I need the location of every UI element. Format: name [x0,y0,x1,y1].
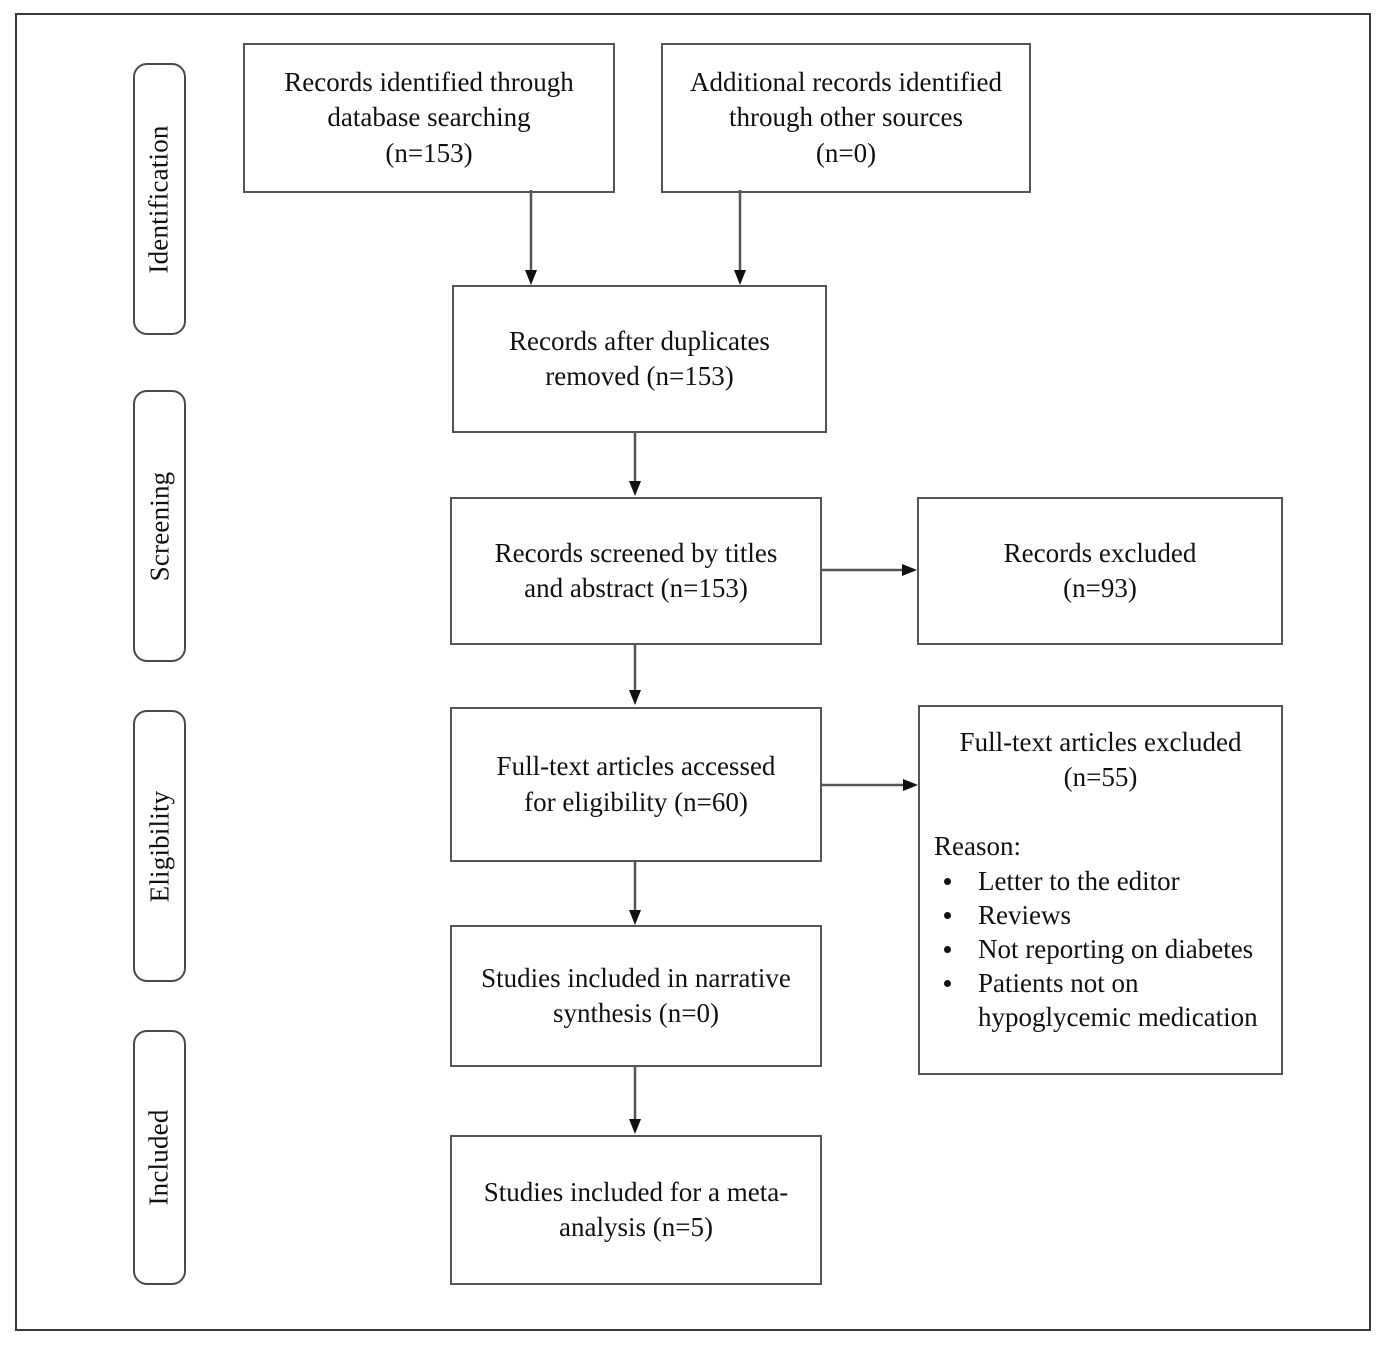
reason-list-item: Patients not on hypoglycemic medication [934,966,1267,1034]
connector-fulltext-to-fulltext-excluded [822,770,922,800]
box-narrative-line2: synthesis (n=0) [553,998,719,1028]
connector-screened-to-fulltext [620,645,650,708]
reason-text: Patients not on hypoglycemic medication [978,968,1258,1033]
reason-list-item: Reviews [934,898,1267,932]
box-fulltext-excluded-count: (n=55) [1063,762,1138,793]
box-records-identified-database: Records identified through database sear… [243,43,615,193]
stage-label-included: Included [144,1109,174,1206]
reason-list: Letter to the editor Reviews Not reporti… [934,864,1267,1034]
box-fulltext-articles-excluded: Full-text articles excluded (n=55) Reaso… [918,705,1283,1075]
diagram-outer-frame [15,13,1371,1331]
bullet-icon [944,878,951,886]
reason-text: Reviews [978,900,1071,931]
box-screened-line1: Records screened by titles [494,537,778,568]
bullet-icon [944,912,951,920]
box-records-excluded-line1: Records excluded [1003,537,1197,568]
box-db-search-line1: Records identified through [284,67,574,98]
stage-pill-eligibility: Eligibility [133,710,186,982]
connector-fulltext-to-narrative [620,862,650,928]
stage-label-eligibility: Eligibility [144,790,175,902]
box-records-excluded-count: (n=93) [1063,573,1137,603]
box-db-search-count: (n=153) [385,137,473,168]
box-duplicates-line2: removed (n=153) [545,361,734,391]
box-records-screened: Records screened by titles and abstract … [450,497,822,645]
box-other-sources-line2: through other sources [729,102,963,133]
box-narrative-line1: Studies included in narrative [481,962,791,993]
box-other-sources-count: (n=0) [815,137,877,168]
stage-pill-included: Included [133,1030,186,1285]
box-fulltext-assessed-line1: Full-text articles accessed [496,751,776,782]
reason-text: Letter to the editor [978,866,1180,897]
box-other-sources-line1: Additional records identified [690,67,1002,98]
stage-pill-identification: Identification [133,63,186,335]
stage-label-identification: Identification [144,124,174,274]
box-studies-included-meta-analysis: Studies included for a meta- analysis (n… [450,1135,822,1285]
stage-label-screening: Screening [144,471,175,581]
reason-list-item: Not reporting on diabetes [934,932,1267,966]
box-fulltext-excluded-line1: Full-text articles excluded [959,727,1242,757]
reason-text: Not reporting on diabetes [978,934,1254,965]
box-studies-included-narrative-synthesis: Studies included in narrative synthesis … [450,925,822,1067]
connector-narrative-to-meta-analysis [620,1067,650,1137]
box-duplicates-line1: Records after duplicates [509,325,770,356]
connector-duplicates-to-screened [620,433,650,499]
box-records-excluded: Records excluded (n=93) [917,497,1283,645]
bullet-icon [944,980,951,988]
box-meta-analysis-line1: Studies included for a meta- [483,1176,789,1207]
connector-identification-to-duplicates [500,190,790,290]
reason-list-item: Letter to the editor [934,864,1267,898]
box-screened-line2: and abstract (n=153) [524,573,748,603]
box-db-search-line2: database searching [327,102,531,133]
connector-screened-to-records-excluded [822,555,922,585]
box-fulltext-articles-assessed: Full-text articles accessed for eligibil… [450,707,822,862]
box-records-after-duplicates-removed: Records after duplicates removed (n=153) [452,285,827,433]
box-fulltext-assessed-line2: for eligibility (n=60) [524,786,748,817]
reason-title: Reason: [934,831,1021,862]
stage-pill-screening: Screening [133,390,186,662]
bullet-icon [944,946,951,954]
box-meta-analysis-line2: analysis (n=5) [559,1212,713,1242]
box-additional-records-other-sources: Additional records identified through ot… [661,43,1031,193]
